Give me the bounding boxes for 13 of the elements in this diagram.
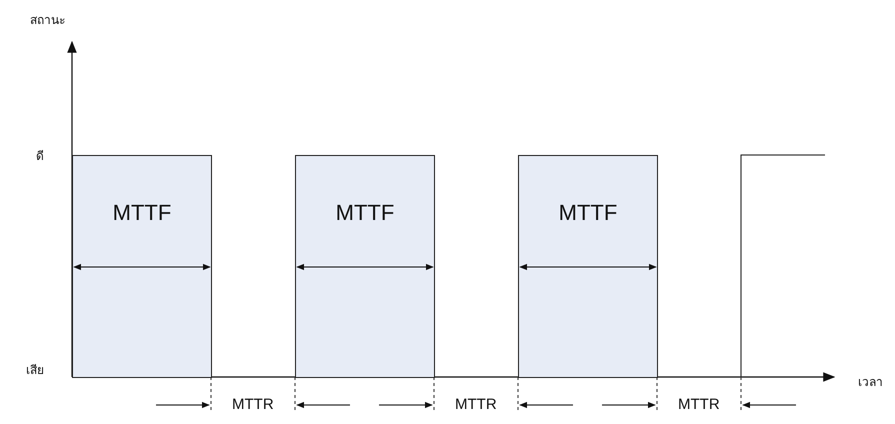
- interval-label: MTTR: [455, 396, 497, 413]
- state-label: เสีย: [26, 362, 44, 379]
- axis-title: เวลา: [858, 374, 883, 391]
- interval-label: MTTR: [232, 396, 274, 413]
- interval-label: MTTR: [678, 396, 720, 413]
- period-label: MTTF: [112, 200, 172, 226]
- axis-title: สถานะ: [30, 12, 65, 29]
- uptime-box: [518, 155, 658, 378]
- state-label: ดี: [36, 148, 44, 165]
- uptime-box: [72, 155, 212, 378]
- period-label: MTTF: [334, 200, 396, 226]
- period-label: MTTF: [558, 200, 618, 226]
- uptime-box: [295, 155, 435, 378]
